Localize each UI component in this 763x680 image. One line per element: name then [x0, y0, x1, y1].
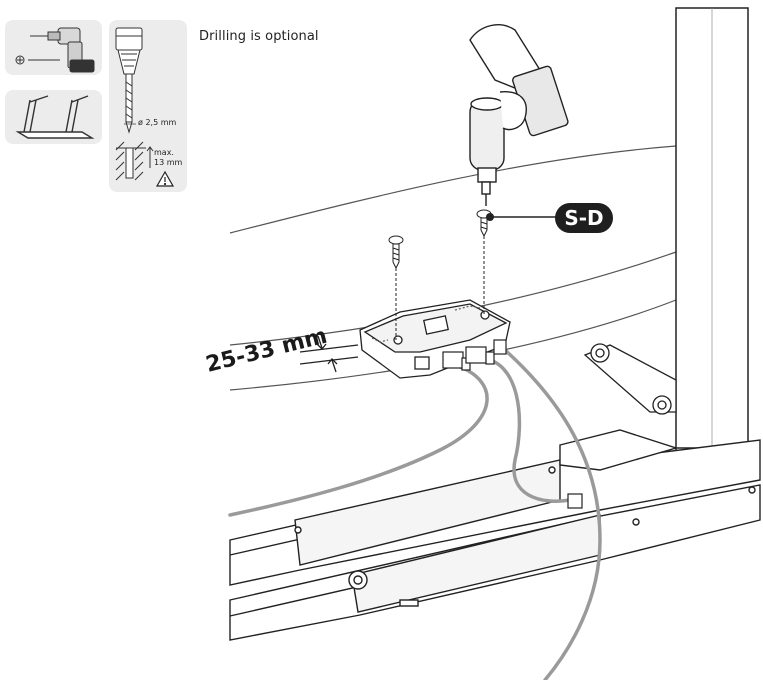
drilling-caption: Drilling is optional	[199, 29, 319, 44]
max-label: max.	[154, 148, 174, 157]
desk-frame-icon	[15, 95, 95, 139]
screw-left	[388, 235, 404, 270]
drill-diameter-label: ø 2,5 mm	[138, 118, 176, 127]
cable-plugs	[442, 339, 583, 509]
control-box	[359, 299, 511, 379]
part-badge	[555, 203, 613, 233]
warning-icon	[155, 170, 175, 187]
measurement-lines	[299, 335, 359, 373]
cables	[228, 348, 602, 680]
drill-bit-icon	[124, 73, 136, 134]
frame-rail-rear	[229, 484, 761, 641]
side-bracket	[583, 343, 677, 415]
max-depth-label: 13 mm	[154, 158, 183, 167]
frame-crossbar	[559, 429, 679, 471]
measurement-label: 25-33 mm	[203, 324, 329, 378]
drill-depth-icon	[115, 141, 154, 181]
phillips-bit-icon	[15, 55, 60, 65]
drill-chuck-icon	[115, 27, 143, 75]
cordless-drill-icon	[30, 27, 95, 73]
cordless-drill-in-hand	[469, 24, 569, 206]
badge-dot	[486, 213, 494, 221]
part-badge-label: S-D	[564, 206, 603, 230]
